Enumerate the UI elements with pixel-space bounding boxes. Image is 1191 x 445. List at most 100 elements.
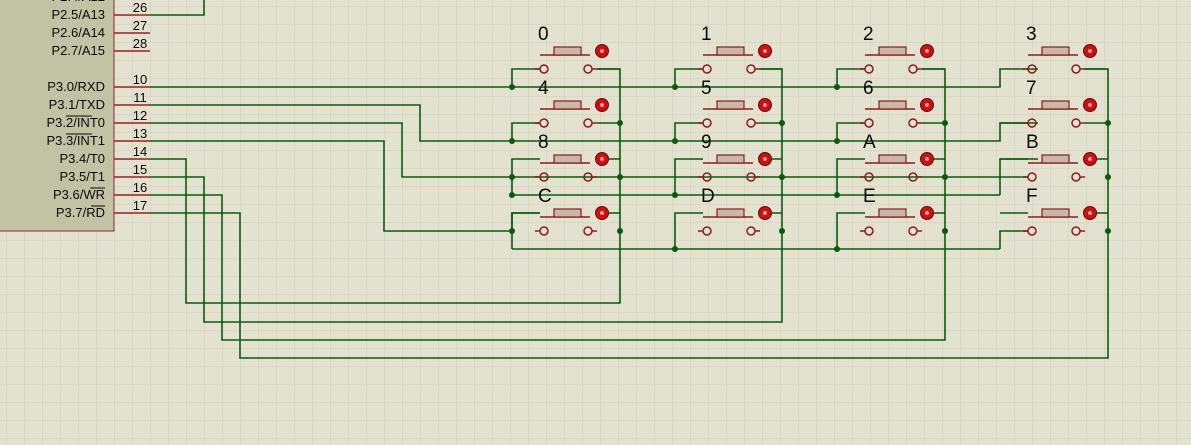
mcu-body[interactable] — [0, 0, 115, 232]
junction-dot — [509, 228, 515, 234]
key-label: B — [1026, 132, 1039, 153]
wire — [836, 212, 865, 249]
pin-label: P3.3/INT1 — [46, 133, 105, 148]
junction-dots — [509, 84, 1111, 252]
key-switch[interactable]: C — [535, 186, 609, 236]
actuator-highlight — [1088, 157, 1092, 161]
key-switch[interactable]: F — [1023, 186, 1097, 236]
actuator-highlight — [763, 103, 767, 107]
wire — [150, 68, 1038, 88]
pin-number: 26 — [133, 0, 147, 15]
switch-button — [553, 208, 582, 218]
switch-button — [1041, 154, 1070, 164]
mcu-pin[interactable]: P3.7/RD 17 — [56, 198, 150, 220]
junction-dot — [672, 84, 678, 90]
switch-button — [716, 100, 745, 110]
switch-button — [1041, 46, 1070, 56]
actuator-highlight — [1088, 49, 1092, 53]
switch-button — [878, 208, 907, 218]
key-switch[interactable]: 2 — [860, 24, 934, 74]
actuator-highlight — [600, 103, 604, 107]
key-switch[interactable]: 8 — [535, 132, 609, 182]
wire — [511, 158, 540, 177]
key-switch[interactable]: 5 — [698, 78, 772, 128]
pin-label: P3.1/TXD — [49, 97, 105, 112]
junction-dot — [617, 174, 623, 180]
pin-number: 15 — [133, 162, 147, 177]
pin-number: 10 — [133, 72, 147, 87]
mcu-pin[interactable]: P3.0/RXD 10 — [47, 72, 150, 94]
wire — [999, 230, 1028, 249]
pin-label: P3.6/WR — [53, 187, 105, 202]
key-label: 1 — [701, 24, 712, 45]
pin-number: 28 — [133, 36, 147, 51]
junction-dot — [942, 120, 948, 126]
pin-label: P3.7/RD — [56, 205, 105, 220]
wire — [511, 122, 540, 141]
switch-button — [878, 154, 907, 164]
key-switch[interactable]: B — [1023, 132, 1097, 182]
key-switch[interactable]: 6 — [860, 78, 934, 128]
junction-dot — [509, 84, 515, 90]
mcu-pin[interactable]: P3.1/TXD 11 — [49, 90, 150, 112]
pin-label: P3.4/T0 — [59, 151, 105, 166]
actuator-highlight — [925, 211, 929, 215]
key-switch[interactable]: E — [860, 186, 934, 236]
mcu-pin[interactable]: P2.5/A13 26 — [52, 0, 151, 22]
wire — [674, 212, 703, 249]
key-label: 2 — [863, 24, 874, 45]
switch-button — [878, 46, 907, 56]
key-switch[interactable]: A — [860, 132, 934, 182]
junction-dot — [509, 174, 515, 180]
key-switch[interactable]: 4 — [535, 78, 609, 128]
key-switch[interactable]: 7 — [1023, 78, 1097, 128]
wire — [150, 0, 205, 16]
mcu-pin[interactable]: P3.3/INT1 13 — [46, 126, 150, 148]
key-switch[interactable]: 3 — [1023, 24, 1097, 74]
wire — [836, 158, 865, 195]
pin-label: P3.5/T1 — [59, 169, 105, 184]
junction-dot — [834, 192, 840, 198]
wires — [150, 0, 1109, 359]
pin-number: 27 — [133, 18, 147, 33]
wire — [674, 68, 703, 87]
pin-label: P3.0/RXD — [47, 79, 105, 94]
junction-dot — [779, 228, 785, 234]
actuator-highlight — [763, 157, 767, 161]
switch-button — [716, 208, 745, 218]
switch-button — [1041, 208, 1070, 218]
key-label: 7 — [1026, 78, 1037, 99]
key-switch[interactable]: 9 — [698, 132, 772, 182]
actuator-highlight — [600, 211, 604, 215]
pin-number: 12 — [133, 108, 147, 123]
keypad: 0 1 2 3 4 5 6 7 8 9 A B C D E F — [535, 24, 1097, 236]
key-switch[interactable]: 1 — [698, 24, 772, 74]
key-switch[interactable]: 0 — [535, 24, 609, 74]
junction-dot — [779, 120, 785, 126]
junction-dot — [779, 174, 785, 180]
key-label: A — [863, 132, 876, 153]
pin-number: 13 — [133, 126, 147, 141]
junction-dot — [672, 138, 678, 144]
pin-label: P2.5/A13 — [52, 7, 106, 22]
mcu-pin[interactable]: P2.4/A1226 — [52, 0, 151, 4]
mcu-pin[interactable]: P3.5/T1 15 — [59, 162, 150, 184]
wire — [674, 122, 703, 141]
wire — [999, 176, 1028, 195]
switch-button — [553, 46, 582, 56]
wire — [511, 212, 540, 231]
key-switch[interactable]: D — [698, 186, 772, 236]
key-label: 3 — [1026, 24, 1037, 45]
pin-number: 11 — [133, 90, 147, 105]
key-label: 8 — [538, 132, 549, 153]
junction-dot — [617, 120, 623, 126]
junction-dot — [834, 84, 840, 90]
pin-number: 17 — [133, 198, 147, 213]
junction-dot — [672, 192, 678, 198]
